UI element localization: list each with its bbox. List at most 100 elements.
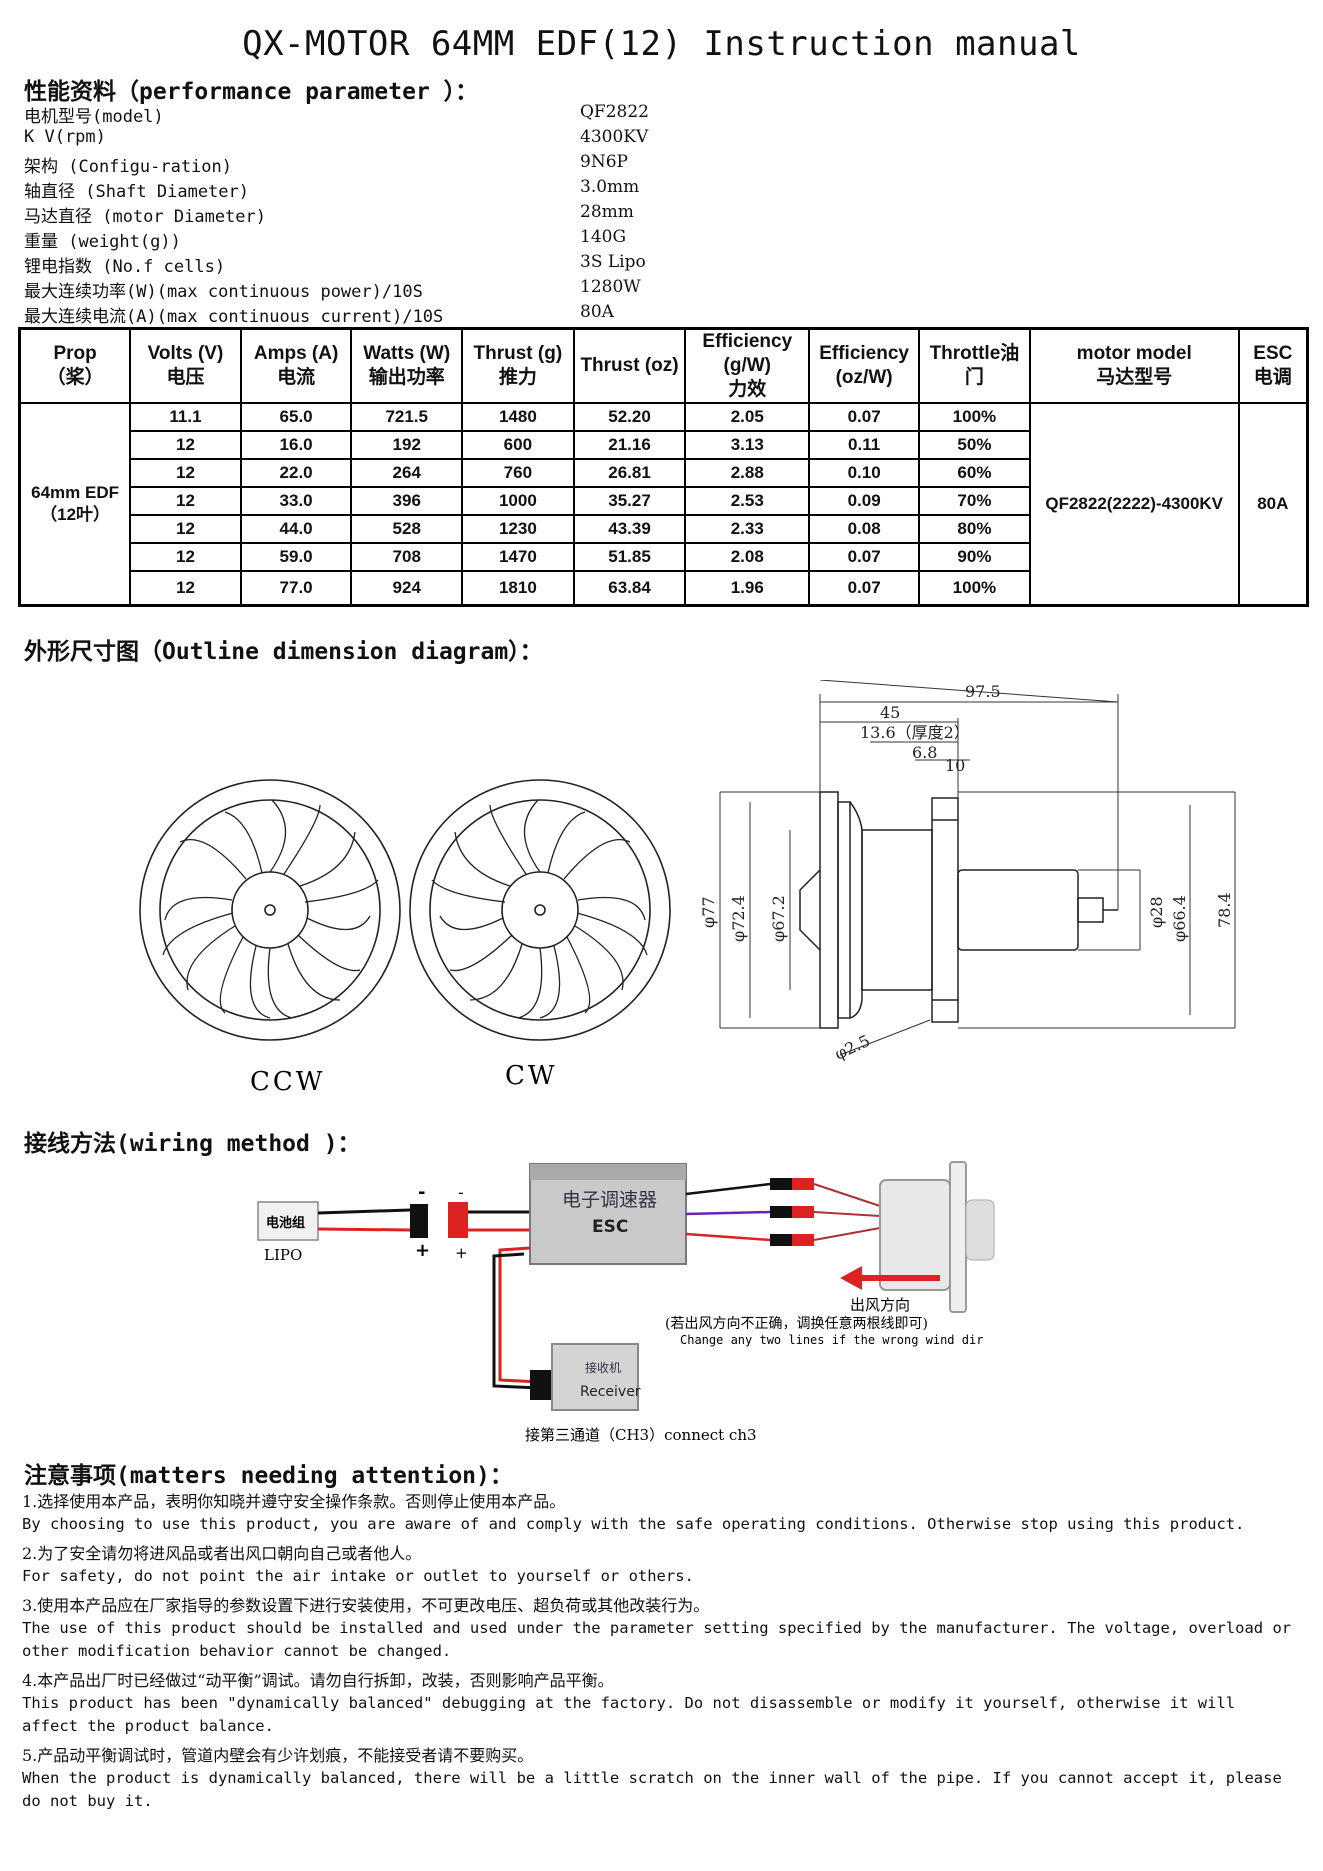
table-cell: 0.07 — [808, 542, 921, 572]
dim-78-4: 78.4 — [1215, 892, 1234, 928]
param-value: 3.0mm — [580, 177, 640, 197]
table-cell: 26.81 — [572, 458, 687, 488]
table-cell: 1000 — [461, 486, 575, 516]
param-value: QF2822 — [580, 102, 649, 122]
cw-label: CW — [505, 1061, 558, 1091]
header-thrust-g: Thrust (g)推力 — [461, 327, 575, 404]
table-cell: 0.11 — [808, 430, 921, 460]
page-title: QX-MOTOR 64MM EDF(12) Instruction manual — [242, 24, 1081, 64]
note-item: 3.使用本产品应在厂家指导的参数设置下进行安装使用，不可更改电压、超负荷或其他改… — [22, 1594, 1292, 1663]
note-cn: 3.使用本产品应在厂家指导的参数设置下进行安装使用，不可更改电压、超负荷或其他改… — [22, 1596, 710, 1615]
dimension-lines — [719, 680, 1236, 1056]
table-cell: 1470 — [461, 542, 575, 572]
table-cell: 12 — [129, 486, 242, 516]
param-label: 最大连续功率(W)(max continuous power)/10S — [24, 282, 423, 302]
table-cell: 50% — [918, 430, 1031, 460]
fan-ccw-drawing — [139, 779, 401, 1041]
table-cell: 924 — [350, 570, 464, 607]
table-cell: 22.0 — [239, 458, 353, 488]
table-cell: 33.0 — [239, 486, 353, 516]
table-cell: 12 — [129, 458, 242, 488]
dim-13-6: 13.6（厚度2） — [860, 723, 970, 742]
wiring-heading: 接线方法(wiring method )： — [24, 1131, 361, 1157]
table-cell: 3.13 — [684, 430, 811, 460]
dim-overall: 97.5 — [965, 682, 1001, 701]
header-prop: Prop（桨） — [18, 327, 132, 404]
note-cn: 1.选择使用本产品，表明你知晓并遵守安全操作条款。否则停止使用本产品。 — [22, 1492, 566, 1511]
table-cell: 2.88 — [684, 458, 811, 488]
note-en: For safety, do not point the air intake … — [22, 1567, 694, 1585]
note-en: The use of this product should be instal… — [22, 1619, 1292, 1660]
wiring-diagram: 电池组 LIPO - + - + 电子调速器 ESC 出风方向 (若出风方向不正… — [257, 1161, 995, 1444]
param-value: 28mm — [580, 202, 634, 222]
table-cell: 59.0 — [239, 542, 353, 572]
note-item: 2.为了安全请勿将进风品或者出风口朝向自己或者他人。 For safety, d… — [22, 1542, 1292, 1588]
header-volts: Volts (V)电压 — [129, 327, 242, 404]
dim-phi2-5: φ2.5 — [832, 1031, 873, 1064]
dim-phi66-4: φ66.4 — [1170, 895, 1189, 942]
airflow-note-en: Change any two lines if the wrong wind d… — [680, 1333, 983, 1347]
table-cell: 600 — [461, 430, 575, 460]
param-value: 4300KV — [580, 127, 649, 147]
param-row: 架构 (Configu-ration)9N6P — [24, 152, 924, 177]
table-cell: 80% — [918, 514, 1031, 544]
table-cell: 12 — [129, 430, 242, 460]
param-label: 最大连续电流(A)(max continuous current)/10S — [24, 307, 444, 327]
receiver-cn-label: 接收机 — [585, 1360, 621, 1375]
param-value: 140G — [580, 227, 627, 247]
header-throttle: Throttle油门 — [918, 327, 1031, 404]
note-item: 5.产品动平衡调试时，管道内壁会有少许划痕，不能接受者请不要购买。 When t… — [22, 1744, 1292, 1813]
table-cell: 396 — [350, 486, 464, 516]
outline-diagram: CCW CW — [139, 680, 1236, 1097]
param-row: K V(rpm)4300KV — [24, 127, 924, 152]
note-cn: 2.为了安全请勿将进风品或者出风口朝向自己或者他人。 — [22, 1544, 422, 1563]
table-cell: 70% — [918, 486, 1031, 516]
table-cell: 12 — [129, 570, 242, 607]
fan-cw-drawing — [409, 779, 671, 1041]
table-cell: 35.27 — [572, 486, 687, 516]
note-item: 4.本产品出厂时已经做过“动平衡”调试。请勿自行拆卸，改装，否则影响产品平衡。 … — [22, 1669, 1292, 1738]
table-cell: 90% — [918, 542, 1031, 572]
airflow-arrow-icon — [840, 1266, 862, 1290]
table-cell: 21.16 — [572, 430, 687, 460]
esc-cell: 80A — [1237, 402, 1309, 607]
table-cell: 43.39 — [572, 514, 687, 544]
table-cell: 192 — [350, 430, 464, 460]
airflow-note-cn: (若出风方向不正确，调换任意两根线即可) — [665, 1315, 928, 1332]
param-label: 电机型号(model) — [24, 107, 164, 127]
table-cell: 1.96 — [684, 570, 811, 607]
table-cell: 60% — [918, 458, 1031, 488]
param-label: 锂电指数 (No.f cells) — [24, 257, 226, 277]
attention-notes: 1.选择使用本产品，表明你知晓并遵守安全操作条款。否则停止使用本产品。 By c… — [22, 1490, 1292, 1819]
param-row: 马达直径 (motor Diameter)28mm — [24, 202, 924, 227]
table-cell: 0.09 — [808, 486, 921, 516]
table-cell: 12 — [129, 542, 242, 572]
header-efficiency-ozw: Efficiency(oz/W) — [808, 327, 921, 404]
battery-cn-label: 电池组 — [266, 1215, 305, 1231]
table-cell: 2.53 — [684, 486, 811, 516]
channel-note: 接第三通道（CH3）connect ch3 — [525, 1426, 757, 1444]
table-cell: 65.0 — [239, 402, 353, 432]
header-amps: Amps (A)电流 — [239, 327, 353, 404]
ccw-label: CCW — [250, 1067, 326, 1097]
edf-side-view — [799, 791, 1118, 1029]
table-cell: 63.84 — [572, 570, 687, 607]
receiver-block — [551, 1343, 639, 1411]
battery-connector — [410, 1204, 428, 1238]
note-cn: 4.本产品出厂时已经做过“动平衡”调试。请勿自行拆卸，改装，否则影响产品平衡。 — [22, 1671, 614, 1690]
table-cell: 760 — [461, 458, 575, 488]
param-label: 轴直径 (Shaft Diameter) — [24, 182, 249, 202]
table-cell: 12 — [129, 514, 242, 544]
param-value: 9N6P — [580, 152, 628, 172]
table-cell: 1480 — [461, 402, 575, 432]
attention-heading: 注意事项(matters needing attention)： — [24, 1463, 513, 1489]
header-watts: Watts (W)输出功率 — [350, 327, 464, 404]
dim-phi28: φ28 — [1147, 896, 1166, 928]
